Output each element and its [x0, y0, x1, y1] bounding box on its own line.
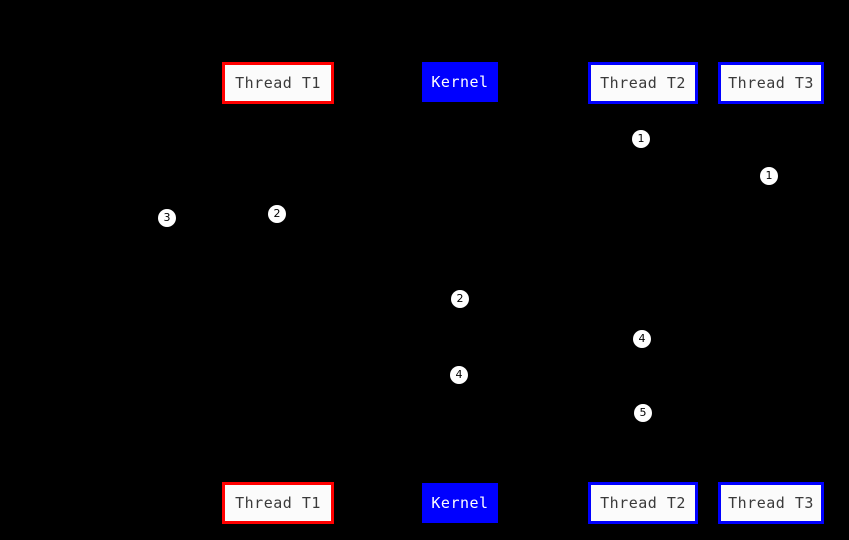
participant-box-t2-bottom[interactable]: Thread T2 — [588, 482, 698, 524]
sequence-badge: 2 — [268, 205, 286, 223]
participant-label: Thread T1 — [235, 494, 321, 512]
lifeline-tick-t2-top — [641, 104, 646, 109]
sequence-badge: 5 — [634, 404, 652, 422]
lifeline-t1 — [278, 104, 279, 482]
sequence-badge: 2 — [451, 290, 469, 308]
sequence-badge: 1 — [760, 167, 778, 185]
lifeline-tick-kernel-top — [458, 102, 463, 107]
lifeline-t2 — [643, 104, 644, 482]
participant-label: Kernel — [431, 494, 489, 512]
participant-box-t3-top[interactable]: Thread T3 — [718, 62, 824, 104]
participant-label: Thread T1 — [235, 74, 321, 92]
participant-box-kernel-top[interactable]: Kernel — [422, 62, 498, 102]
participant-box-t1-top[interactable]: Thread T1 — [222, 62, 334, 104]
participant-box-kernel-bottom[interactable]: Kernel — [422, 483, 498, 523]
participant-label: Kernel — [431, 73, 489, 91]
lifeline-tick-t2-bottom — [641, 477, 646, 482]
lifeline-tick-kernel-bottom — [458, 478, 463, 483]
lifeline-tick-t3-bottom — [769, 477, 774, 482]
participant-box-t3-bottom[interactable]: Thread T3 — [718, 482, 824, 524]
participant-box-t2-top[interactable]: Thread T2 — [588, 62, 698, 104]
lifeline-tick-t1-top — [276, 104, 281, 109]
participant-label: Thread T3 — [728, 74, 814, 92]
participant-box-t1-bottom[interactable]: Thread T1 — [222, 482, 334, 524]
lifeline-tick-t1-bottom — [276, 477, 281, 482]
sequence-badge: 4 — [633, 330, 651, 348]
participant-label: Thread T3 — [728, 494, 814, 512]
lifeline-tick-t3-top — [769, 104, 774, 109]
lifeline-t3 — [771, 104, 772, 482]
participant-label: Thread T2 — [600, 494, 686, 512]
participant-label: Thread T2 — [600, 74, 686, 92]
sequence-badge: 1 — [632, 130, 650, 148]
sequence-badge: 3 — [158, 209, 176, 227]
sequence-badge: 4 — [450, 366, 468, 384]
